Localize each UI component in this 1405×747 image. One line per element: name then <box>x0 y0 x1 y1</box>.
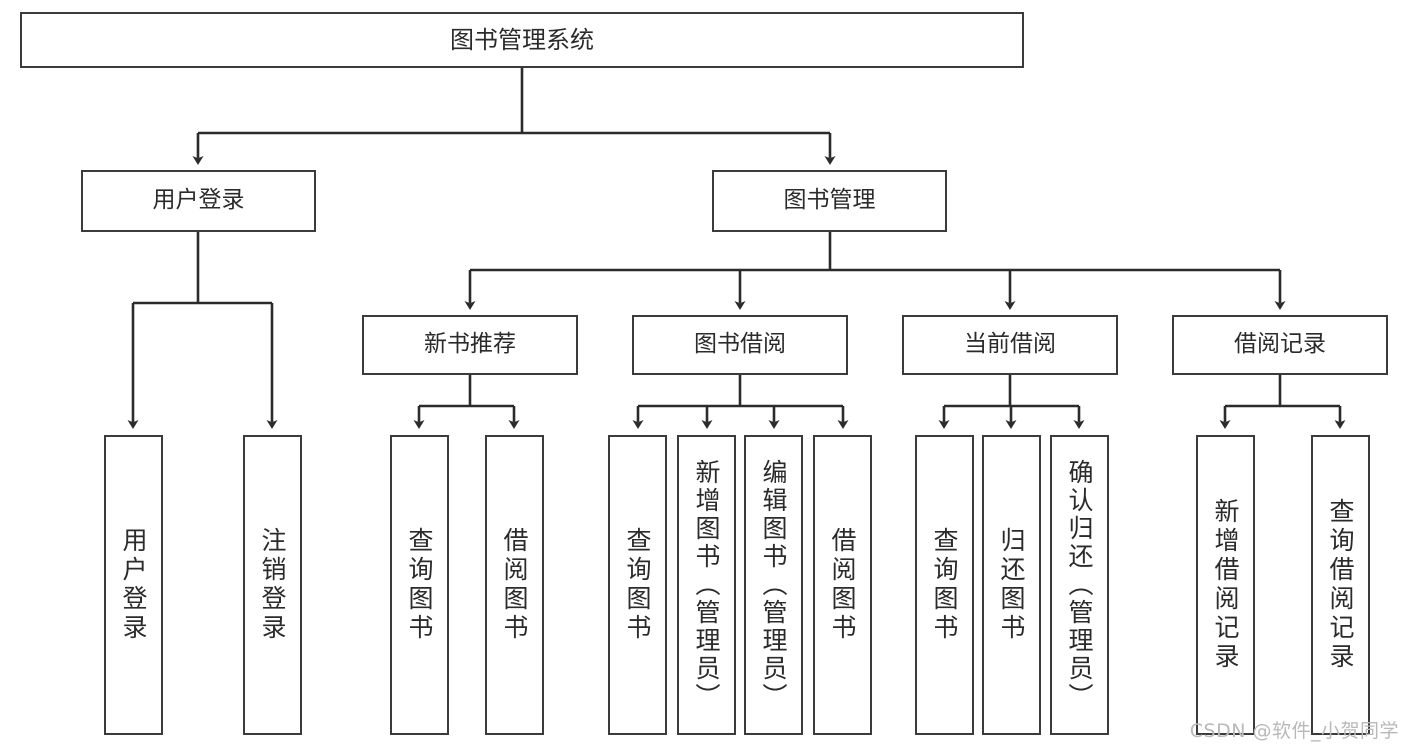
leaf-query-book-borrow-label: 查询图书 <box>623 527 652 643</box>
node-new-book-recommend-label: 新书推荐 <box>424 331 516 358</box>
leaf-query-book-recommend-label: 查询图书 <box>405 527 434 643</box>
node-borrow-record-label: 借阅记录 <box>1234 331 1326 358</box>
node-root[interactable]: 图书管理系统 <box>20 12 1024 68</box>
leaf-add-borrow-record[interactable]: 新增借阅记录 <box>1196 435 1255 735</box>
leaf-query-book-borrow[interactable]: 查询图书 <box>608 435 667 735</box>
leaf-query-borrow-record[interactable]: 查询借阅记录 <box>1311 435 1370 735</box>
leaf-borrow-book[interactable]: 借阅图书 <box>813 435 872 735</box>
node-book-management-label: 图书管理 <box>783 187 876 214</box>
leaf-logout-label: 注销登录 <box>258 527 287 643</box>
leaf-user-login-label: 用户登录 <box>119 527 148 643</box>
leaf-borrow-book-label: 借阅图书 <box>828 527 857 643</box>
leaf-confirm-return-admin-label: 确认归还（管理员） <box>1065 459 1094 711</box>
leaf-add-book-admin-label: 新增图书（管理员） <box>692 459 721 711</box>
leaf-logout[interactable]: 注销登录 <box>243 435 302 735</box>
node-book-borrow-label: 图书借阅 <box>694 331 786 358</box>
leaf-return-book-label: 归还图书 <box>997 527 1026 643</box>
node-borrow-record[interactable]: 借阅记录 <box>1172 315 1388 375</box>
leaf-add-book-admin[interactable]: 新增图书（管理员） <box>677 435 736 735</box>
leaf-edit-book-admin[interactable]: 编辑图书（管理员） <box>744 435 803 735</box>
node-root-label: 图书管理系统 <box>450 25 594 54</box>
leaf-query-book-current[interactable]: 查询图书 <box>915 435 974 735</box>
node-new-book-recommend[interactable]: 新书推荐 <box>362 315 578 375</box>
watermark: CSDN @软件_小贺同学 <box>1189 720 1399 742</box>
leaf-borrow-book-recommend-label: 借阅图书 <box>500 527 529 643</box>
leaf-borrow-book-recommend[interactable]: 借阅图书 <box>485 435 544 735</box>
node-user-login-label: 用户登录 <box>152 187 245 214</box>
node-current-borrow[interactable]: 当前借阅 <box>902 315 1118 375</box>
leaf-query-book-current-label: 查询图书 <box>930 527 959 643</box>
leaf-confirm-return-admin[interactable]: 确认归还（管理员） <box>1050 435 1109 735</box>
leaf-return-book[interactable]: 归还图书 <box>982 435 1041 735</box>
node-current-borrow-label: 当前借阅 <box>964 331 1056 358</box>
leaf-user-login[interactable]: 用户登录 <box>104 435 163 735</box>
leaf-query-borrow-record-label: 查询借阅记录 <box>1326 498 1355 672</box>
node-user-login[interactable]: 用户登录 <box>81 170 316 232</box>
node-book-borrow[interactable]: 图书借阅 <box>632 315 848 375</box>
leaf-add-borrow-record-label: 新增借阅记录 <box>1211 498 1240 672</box>
leaf-edit-book-admin-label: 编辑图书（管理员） <box>759 459 788 711</box>
leaf-query-book-recommend[interactable]: 查询图书 <box>390 435 449 735</box>
node-book-management[interactable]: 图书管理 <box>712 170 947 232</box>
